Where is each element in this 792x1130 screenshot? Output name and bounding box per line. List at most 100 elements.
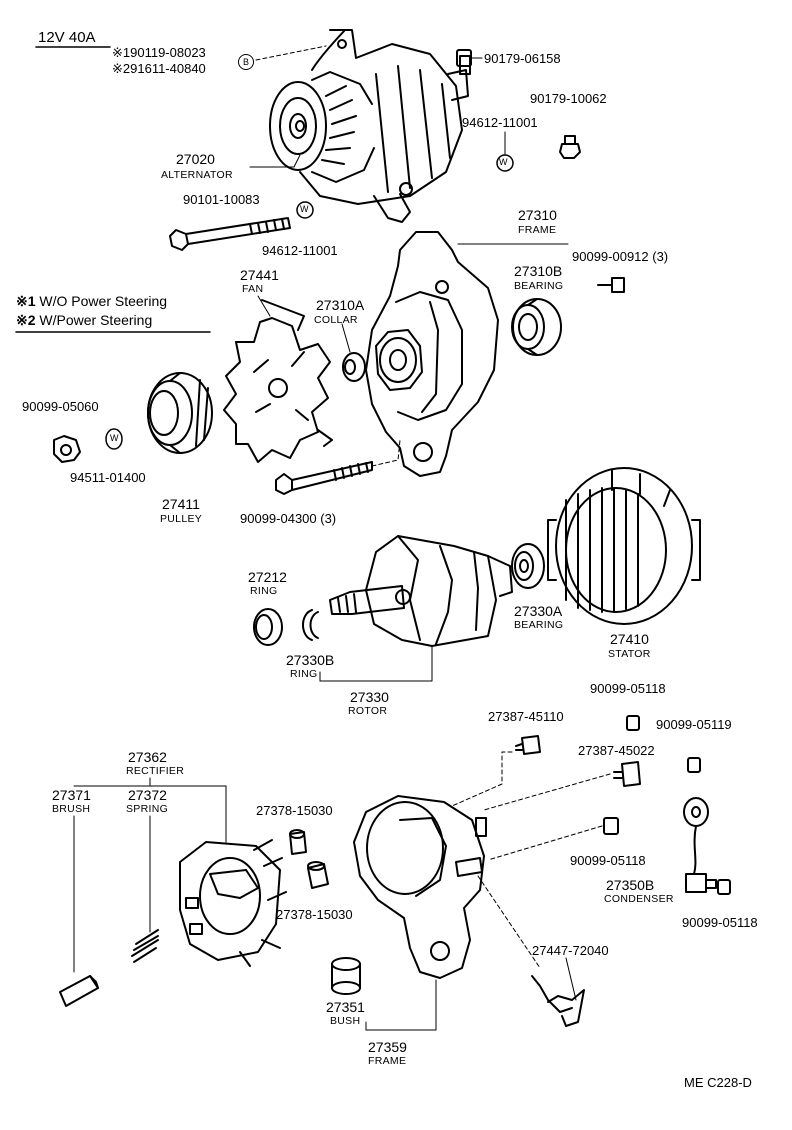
nut-90099-05118-a-drawing (626, 715, 640, 731)
nut-90179-06158-drawing (456, 49, 483, 67)
leader-27447 (565, 957, 577, 1001)
label-27372-num: 27372 (128, 787, 167, 803)
note-1-text: W/O Power Steering (39, 293, 168, 309)
nut-90099-05060-drawing (53, 435, 81, 463)
note-code-2: ※291611-40840 (112, 62, 206, 75)
note-1-num: 1 (27, 293, 36, 309)
leader-27310A (341, 323, 351, 353)
label-27020-num: 27020 (176, 151, 215, 167)
leader-45022-dashed (483, 773, 611, 811)
label-27371-num: 27371 (52, 787, 91, 803)
screw-90099-00912-drawing (597, 277, 625, 293)
label-27411-num: 27411 (162, 496, 200, 512)
label-27330A-name: BEARING (514, 619, 564, 631)
label-27212-name: RING (250, 585, 278, 597)
label-90099-05118-c: 90099-05118 (682, 915, 758, 930)
label-27310B-name: BEARING (514, 280, 564, 292)
note-2: ※2 W/Power Steering (16, 313, 152, 327)
leader-27359-bracket (365, 979, 437, 1031)
nut-90099-05118-b-drawing (603, 817, 619, 835)
label-27310A-num: 27310A (316, 297, 365, 313)
badge-w-b: W (300, 204, 309, 214)
diagram-code: ME C228-D (684, 1075, 752, 1090)
pulley-27411-drawing (147, 372, 213, 454)
frame-27310-drawing (365, 231, 499, 477)
ring-27212-drawing (253, 608, 283, 646)
label-27359-num: 27359 (368, 1039, 407, 1055)
label-27372-name: SPRING (126, 803, 169, 815)
bolt-90099-04300-drawing (275, 461, 373, 495)
rectifier-27362-drawing (179, 839, 287, 967)
label-94511-01400: 94511-01400 (70, 470, 146, 485)
label-27410-name: STATOR (608, 648, 651, 660)
bearing-27330A-drawing (511, 543, 545, 589)
bolt-90101-10083-drawing (169, 217, 291, 251)
fan-27441-drawing (223, 299, 333, 463)
cable-27447-72040-drawing (531, 975, 585, 1027)
label-27330B-num: 27330B (286, 652, 335, 668)
label-27330B-name: RING (290, 668, 318, 680)
label-27411-name: PULLEY (160, 513, 203, 525)
ring-27330B-drawing (302, 609, 319, 641)
label-27387-45110: 27387-45110 (488, 709, 564, 724)
label-27359-name: FRAME (368, 1055, 407, 1067)
leader-27330-bracket (319, 645, 433, 682)
note-1-mark: ※ (16, 293, 28, 309)
label-27351-name: BUSH (330, 1015, 361, 1027)
condenser-27350B-drawing (683, 797, 717, 893)
label-27350B-name: CONDENSER (604, 893, 674, 905)
label-27447-72040: 27447-72040 (532, 943, 609, 958)
bearing-27310B-drawing (511, 298, 562, 356)
leader-b (255, 45, 327, 61)
stator-27410-drawing (547, 467, 701, 625)
label-90099-05118-a: 90099-05118 (590, 681, 666, 696)
label-27330A-num: 27330A (514, 603, 563, 619)
label-27310A-name: COLLAR (314, 314, 358, 326)
leader-05118-dashed (487, 825, 603, 861)
label-27362-name: RECTIFIER (126, 765, 185, 777)
note-code-2-mark: ※2 (112, 61, 131, 76)
brush-27371-drawing (59, 975, 99, 1007)
label-27441-num: 27441 (240, 267, 279, 283)
alternator-drawing (269, 29, 471, 223)
frame-27359-drawing (353, 795, 487, 979)
note-code-1-number: 90119-08023 (130, 45, 206, 60)
note-code-2-number: 91611-40840 (130, 61, 206, 76)
label-27362-num: 27362 (128, 749, 167, 765)
bush-27351-drawing (331, 957, 361, 995)
label-27378-15030-b: 27378-15030 (276, 907, 353, 922)
grommet-27378-a-drawing (289, 829, 307, 855)
note-2-text: W/Power Steering (39, 312, 153, 328)
label-90099-04300: 90099-04300 (3) (240, 511, 337, 526)
label-90179-06158: 90179-06158 (484, 51, 561, 66)
label-27351-num: 27351 (326, 999, 365, 1015)
label-90099-00912: 90099-00912 (3) (572, 249, 669, 264)
badge-w-a: W (499, 157, 508, 167)
rectifier-bracket (73, 785, 227, 843)
label-27350B-num: 27350B (606, 877, 655, 893)
washer-94511-01400-drawing (105, 428, 123, 450)
label-27310-num: 27310 (518, 207, 557, 223)
label-90099-05118-b: 90099-05118 (570, 853, 646, 868)
washer-94612-11001-b-drawing (296, 201, 314, 219)
note-2-num: 2 (27, 312, 36, 328)
label-27410-num: 27410 (610, 631, 649, 647)
leader-27447-dashed (477, 875, 541, 969)
label-27310-name: FRAME (518, 224, 557, 236)
leader-27020 (249, 154, 301, 168)
label-27330-num: 27330 (350, 689, 389, 705)
collar-27310A-drawing (342, 352, 366, 382)
label-27371-name: BRUSH (52, 803, 91, 815)
nut-90099-05119-drawing (687, 757, 701, 773)
note-2-mark: ※ (16, 312, 28, 328)
note-1: ※1 W/O Power Steering (16, 294, 167, 308)
label-90099-05060: 90099-05060 (22, 399, 99, 414)
label-27378-15030-a: 27378-15030 (256, 803, 333, 818)
leader-45110-dashed (451, 751, 513, 807)
nut-90179-10062-drawing (559, 135, 581, 159)
label-27330-name: ROTOR (348, 705, 388, 717)
terminal-27387-45110-drawing (515, 735, 541, 755)
washer-94612-11001-a-drawing (496, 131, 514, 172)
label-27441-name: FAN (242, 283, 264, 295)
